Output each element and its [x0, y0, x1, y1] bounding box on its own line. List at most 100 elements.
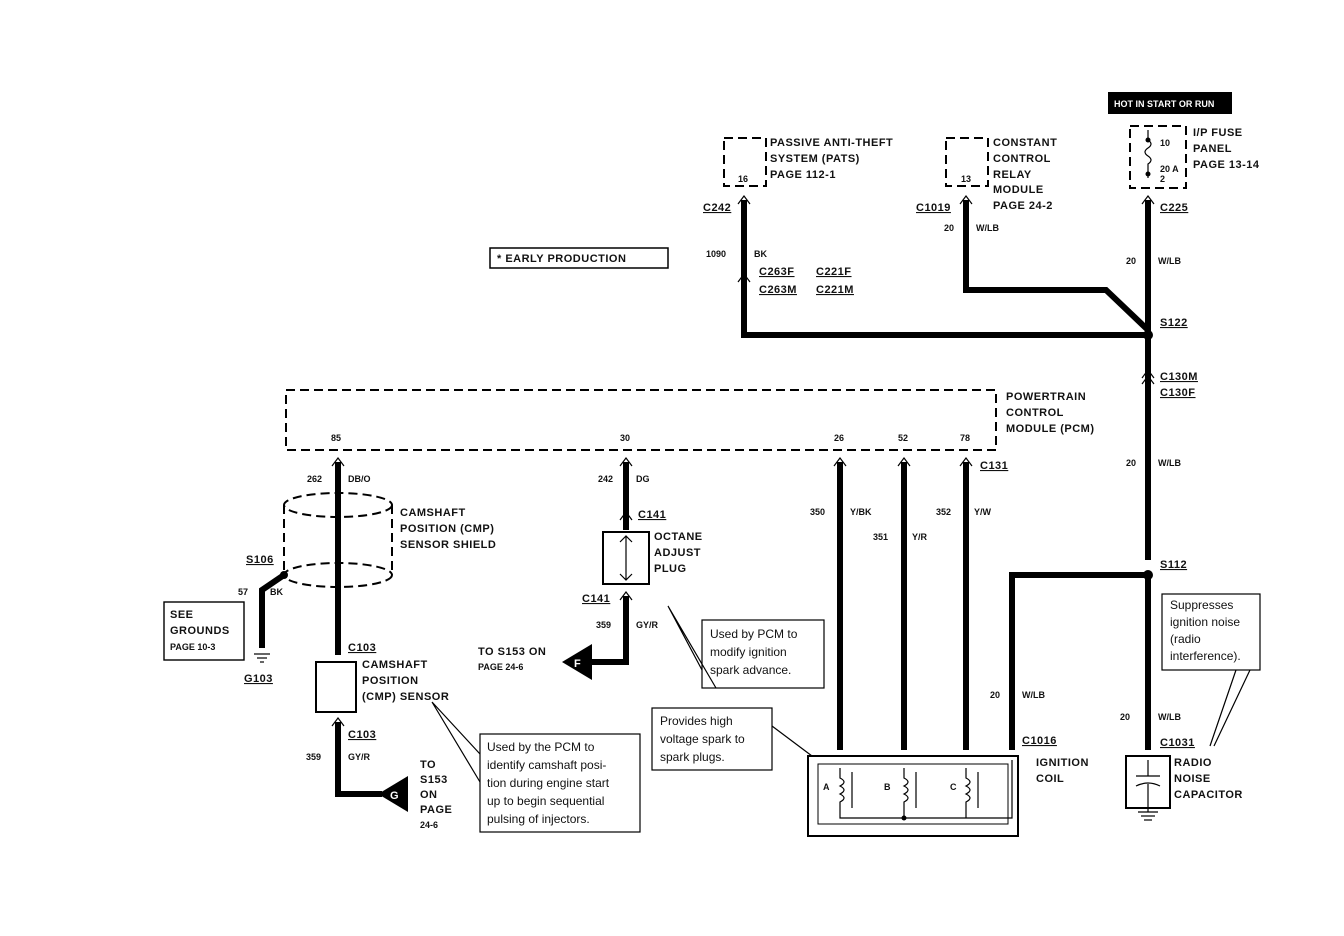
pcm-label: POWERTRAIN [1006, 391, 1086, 403]
splice-s106-label: S106 [246, 554, 274, 566]
note-suppress-text: interference). [1170, 649, 1241, 663]
note-cmp-text: up to begin sequential [487, 794, 604, 808]
note-cmp-text: pulsing of injectors. [487, 812, 590, 826]
connector-c141-icon [619, 591, 633, 601]
connector-c131-icon [331, 457, 973, 467]
note-cmp-text: tion during engine start [487, 776, 610, 790]
early-production-box [489, 247, 669, 269]
ip-fuse-label: I/P FUSE [1193, 127, 1243, 139]
coil-b-label: B [884, 782, 891, 792]
ccrm-page: PAGE 24-2 [993, 200, 1053, 212]
capacitor-label: NOISE [1174, 773, 1211, 785]
page-ref-g-icon [378, 776, 408, 812]
coil-winding-icon [838, 760, 1013, 821]
note-suppress-text: Suppresses [1170, 598, 1233, 612]
connector-c141-label: C141 [638, 509, 666, 521]
ground-icon [254, 653, 270, 663]
wire-ccrm-wlb [963, 200, 1151, 333]
octane-label: PLUG [654, 563, 687, 575]
capacitor-icon [1135, 760, 1161, 821]
splice-s112-label: S112 [1160, 559, 1187, 571]
note-coil-text: voltage spark to [660, 732, 745, 746]
octane-jumper-icon [619, 535, 633, 581]
wire-color: W/LB [976, 223, 999, 233]
note-suppress-text: (radio [1170, 632, 1201, 646]
cmp-label: (CMP) SENSOR [362, 691, 449, 703]
cmp-label: POSITION [362, 675, 419, 687]
wire-number: 20 [944, 223, 954, 233]
pcm-pin: 85 [331, 433, 341, 443]
wire-number: 20 [990, 690, 1000, 700]
ignition-coil-inner [817, 763, 1009, 825]
note-cmp-pointer [431, 701, 481, 783]
note-cmp-box [479, 733, 641, 833]
early-production-legend: * EARLY PRODUCTION [497, 253, 626, 265]
grounds-page: PAGE 10-3 [170, 642, 215, 652]
wire-number: 20 [1126, 458, 1136, 468]
fuse-terminal-icon [1145, 137, 1151, 143]
wire-number: 262 [307, 474, 322, 484]
wire-color: Y/R [912, 532, 928, 542]
note-octane-text: modify ignition [710, 645, 787, 659]
note-coil-pointer [771, 725, 813, 757]
pcm-pin: 78 [960, 433, 970, 443]
wire-number: 359 [596, 620, 611, 630]
connector-c1019-label: C1019 [916, 202, 951, 214]
ip-fuse-page: PAGE 13-14 [1193, 159, 1260, 171]
fuse-rating: 20 A [1160, 164, 1179, 174]
coil-a-label: A [823, 782, 830, 792]
connector-c263-icon [737, 273, 751, 283]
note-octane-box [701, 619, 825, 689]
connector-c1019-icon [959, 195, 973, 205]
note-suppress-pointer [1209, 669, 1251, 747]
note-octane-text: spark advance. [710, 663, 791, 677]
grounds-label: GROUNDS [170, 625, 230, 637]
octane-label: OCTANE [654, 531, 703, 543]
fuse-pin: 2 [1160, 174, 1165, 184]
wire-color: BK [754, 249, 767, 259]
see-grounds-box [163, 601, 245, 661]
note-coil-box [651, 707, 773, 771]
fuse-number: 10 [1160, 138, 1170, 148]
wire-color: W/LB [1158, 256, 1181, 266]
connector-c141-icon [619, 511, 633, 521]
shield-label: POSITION (CMP) [400, 523, 494, 535]
splice-s112-icon [1143, 570, 1153, 580]
pats-module-box [723, 137, 767, 187]
pcm-pin: 52 [898, 433, 908, 443]
pats-pin: 16 [738, 174, 748, 184]
splice-s122-label: S122 [1160, 317, 1188, 329]
wire-color: GY/R [636, 620, 659, 630]
wire-359-gyr-g [335, 722, 382, 797]
connector-c130m-label: C130M [1160, 371, 1198, 383]
capacitor-label: CAPACITOR [1174, 789, 1243, 801]
wire-number: 1090 [706, 249, 726, 259]
coil-c-label: C [950, 782, 957, 792]
connector-c103-icon [331, 717, 345, 727]
shield-label: SENSOR SHIELD [400, 539, 496, 551]
note-suppress-text: ignition noise [1170, 615, 1240, 629]
to-g-label: S153 [420, 774, 448, 786]
pcm-label: CONTROL [1006, 407, 1064, 419]
pats-label: SYSTEM (PATS) [770, 153, 860, 165]
ccrm-label: MODULE [993, 184, 1044, 196]
note-cmp-text: identify camshaft posi- [487, 758, 606, 772]
pcm-label: MODULE (PCM) [1006, 423, 1095, 435]
to-g-label: TO [420, 759, 436, 771]
page-ref-g-letter: G [390, 790, 399, 802]
wire-number: 359 [306, 752, 321, 762]
connector-c242-icon [737, 195, 751, 205]
connector-c103-label: C103 [348, 729, 376, 741]
ground-g103-label: G103 [244, 673, 273, 685]
octane-label: ADJUST [654, 547, 701, 559]
wire-coil-feed [1009, 572, 1148, 750]
hot-in-start-label: HOT IN START OR RUN [1114, 99, 1214, 109]
connector-c130-icon [1141, 369, 1155, 385]
connector-c1031-label: C1031 [1160, 737, 1195, 749]
coil-label: COIL [1036, 773, 1064, 785]
splice-s106-icon [280, 571, 288, 579]
grounds-label: SEE [170, 609, 194, 621]
note-octane-pointer [667, 605, 717, 689]
wire-color: DG [636, 474, 650, 484]
